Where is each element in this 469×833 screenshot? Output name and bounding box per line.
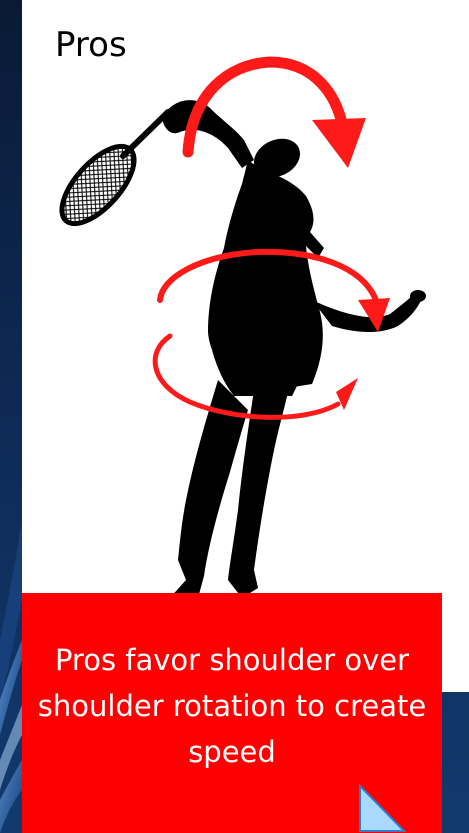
shoulder-arc-arrow: [188, 62, 344, 152]
shoulder-arc-arrowhead: [312, 118, 366, 168]
tennis-racket-icon: [50, 112, 168, 235]
tennis-serve-figure: [22, 0, 469, 692]
pointer-cursor-icon: [358, 784, 408, 833]
tennis-player-silhouette-icon: [162, 100, 426, 600]
caption-text: Pros favor shoulder over shoulder rotati…: [32, 637, 432, 775]
